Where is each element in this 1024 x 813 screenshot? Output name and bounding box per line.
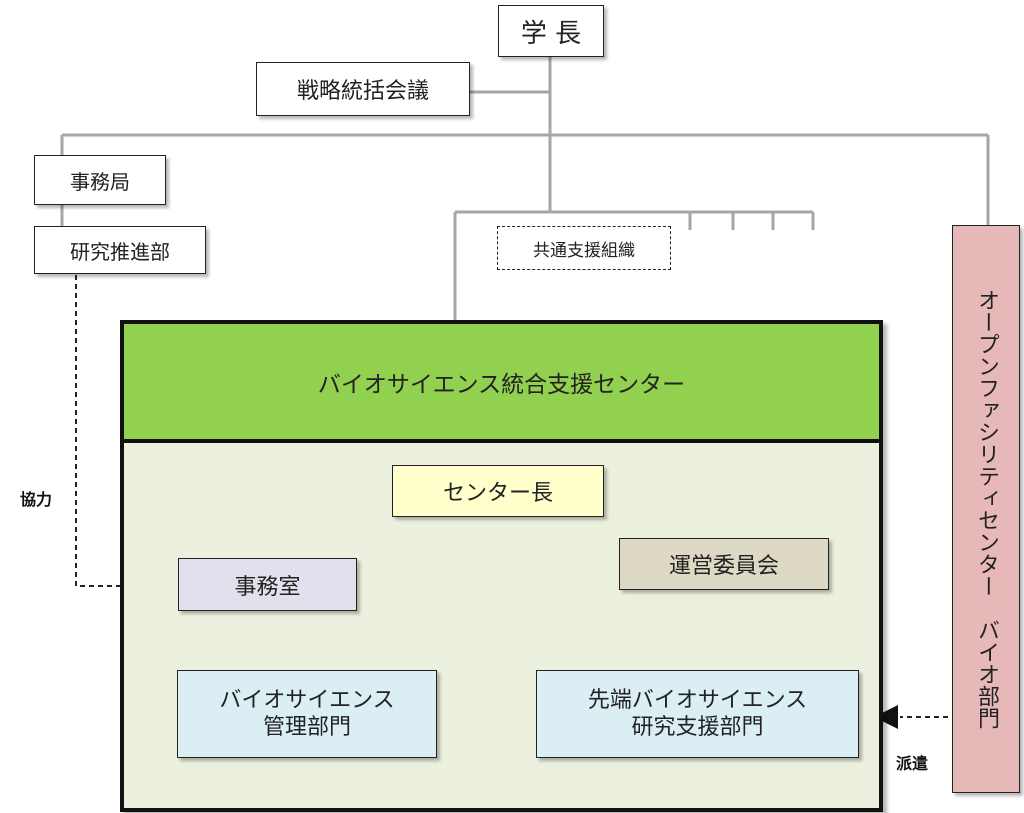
advanced-division-box: 先端バイオサイエンス 研究支援部門 [536, 670, 859, 758]
center-director-box: センター長 [392, 465, 604, 517]
management-division-box: バイオサイエンス 管理部門 [177, 670, 437, 758]
open-facility-label: オープンファシリティセンター バイオ部門 [974, 289, 999, 729]
research-promotion-box: 研究推進部 [34, 226, 206, 274]
center-header: バイオサイエンス統合支援センター [124, 324, 879, 443]
secretariat-box: 事務局 [34, 155, 166, 205]
steering-committee-box: 運営委員会 [619, 538, 829, 590]
center-office-label: 事務室 [234, 574, 301, 600]
cooperation-dashed-arrow-line [75, 275, 138, 587]
cooperation-label: 協力 [20, 490, 53, 509]
advanced-division-label-line1: 先端バイオサイエンス [587, 687, 808, 713]
open-facility-box: オープンファシリティセンター バイオ部門 [952, 225, 1020, 793]
dispatch-arrowhead-icon [874, 705, 898, 729]
advanced-division-label-line2: 研究支援部門 [631, 715, 764, 740]
center-office-box: 事務室 [178, 558, 357, 611]
management-division-label-line2: 管理部門 [262, 715, 351, 740]
center-director-label: センター長 [442, 481, 553, 506]
common-support-label: 共通支援組織 [533, 240, 635, 261]
dispatch-label: 派遣 [896, 754, 929, 773]
center-title: バイオサイエンス統合支援センター [317, 371, 686, 398]
management-division-label-line1: バイオサイエンス [219, 687, 395, 713]
president-label: 学 長 [520, 18, 582, 49]
steering-committee-label: 運営委員会 [668, 554, 779, 579]
secretariat-label: 事務局 [70, 169, 130, 194]
strategy-council-box: 戦略統括会議 [256, 62, 470, 116]
president-box: 学 長 [498, 5, 604, 57]
strategy-council-label: 戦略統括会議 [296, 79, 429, 104]
common-support-box: 共通支援組織 [497, 226, 671, 270]
research-promotion-label: 研究推進部 [70, 239, 170, 264]
